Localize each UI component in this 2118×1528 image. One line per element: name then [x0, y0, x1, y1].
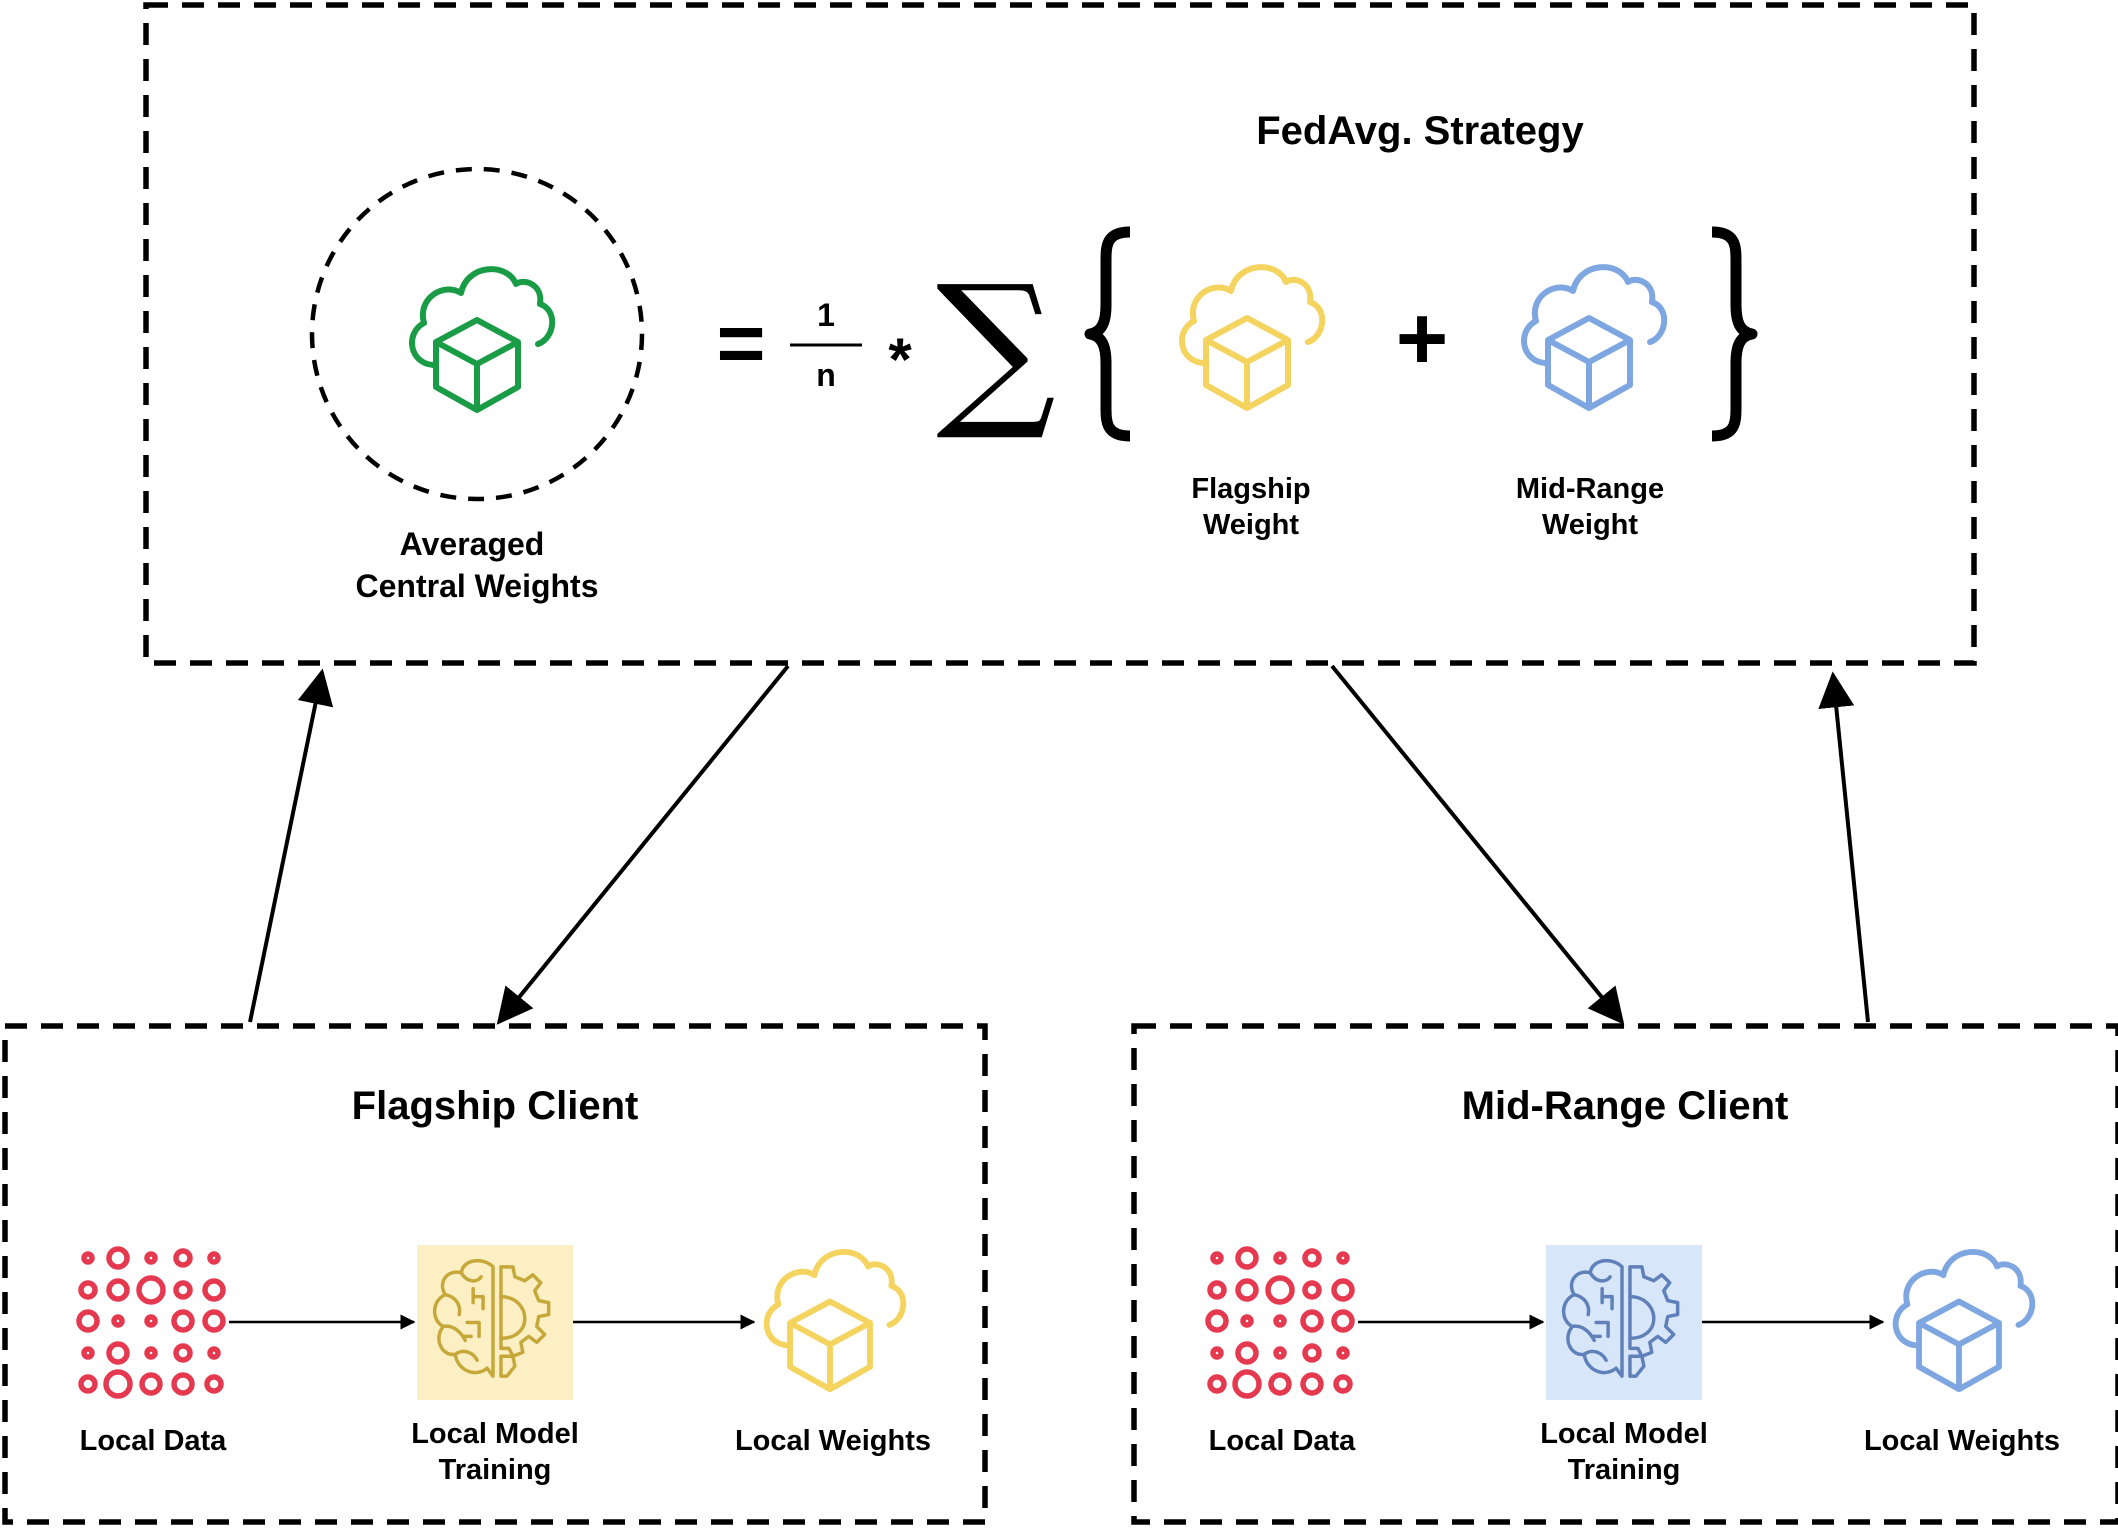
- central-weights-label-line1: Averaged: [400, 526, 545, 562]
- midrange-local-weights-cloud-cube-icon: [1896, 1252, 2033, 1389]
- midrange-weight-cloud-cube-icon: [1524, 267, 1664, 408]
- flagship-training-label-line2: Training: [439, 1454, 552, 1486]
- fraction-numerator: 1: [817, 297, 835, 333]
- flagship-local-data-icon: [79, 1249, 223, 1396]
- flagship-training-label-line1: Local Model: [411, 1418, 579, 1450]
- midrange-training-box: [1546, 1245, 1702, 1400]
- flagship-local-weights-label: Local Weights: [735, 1425, 931, 1457]
- midrange-weight-label-line1: Mid-Range: [1516, 473, 1664, 505]
- midrange-client-box: [1131, 1023, 2118, 1525]
- flagship-weight-label-line2: Weight: [1203, 509, 1299, 541]
- flagship-local-weights-cloud-cube-icon: [767, 1252, 904, 1389]
- server-box: [143, 2, 1977, 666]
- sigma-symbol: ∑: [936, 249, 1056, 445]
- flagship-weight-cloud-cube-icon: [1182, 267, 1322, 408]
- fraction-denominator: n: [816, 357, 836, 393]
- equals-sign: =: [716, 296, 765, 390]
- arrow-midrange-to-server: [1818, 671, 1870, 1023]
- midrange-training-label-line2: Training: [1568, 1454, 1681, 1486]
- arrow-flagship-to-server: [248, 668, 334, 1023]
- midrange-client-title: Mid-Range Client: [1462, 1084, 1789, 1128]
- arrow-server-to-flagship: [496, 664, 790, 1025]
- flagship-client-box: [2, 1023, 988, 1525]
- central-weights-ring: [309, 166, 645, 502]
- midrange-local-data-label: Local Data: [1209, 1425, 1357, 1457]
- central-cloud-cube-icon: [412, 269, 552, 410]
- flagship-client-title: Flagship Client: [352, 1084, 639, 1128]
- midrange-weight-label-line2: Weight: [1542, 509, 1638, 541]
- arrow-server-to-midrange: [1330, 664, 1625, 1025]
- brace-close: [1711, 226, 1758, 442]
- flagship-local-data-label: Local Data: [80, 1425, 228, 1457]
- multiply-sign: *: [888, 326, 912, 393]
- server-title: FedAvg. Strategy: [1256, 109, 1584, 153]
- midrange-local-data-icon: [1208, 1249, 1352, 1396]
- midrange-training-label-line1: Local Model: [1540, 1418, 1708, 1450]
- plus-sign: +: [1396, 289, 1449, 389]
- flagship-weight-label-line1: Flagship: [1191, 473, 1310, 505]
- flagship-training-box: [417, 1245, 573, 1400]
- central-weights-label-line2: Central Weights: [356, 568, 599, 604]
- brace-open: [1084, 226, 1131, 442]
- midrange-local-weights-label: Local Weights: [1864, 1425, 2060, 1457]
